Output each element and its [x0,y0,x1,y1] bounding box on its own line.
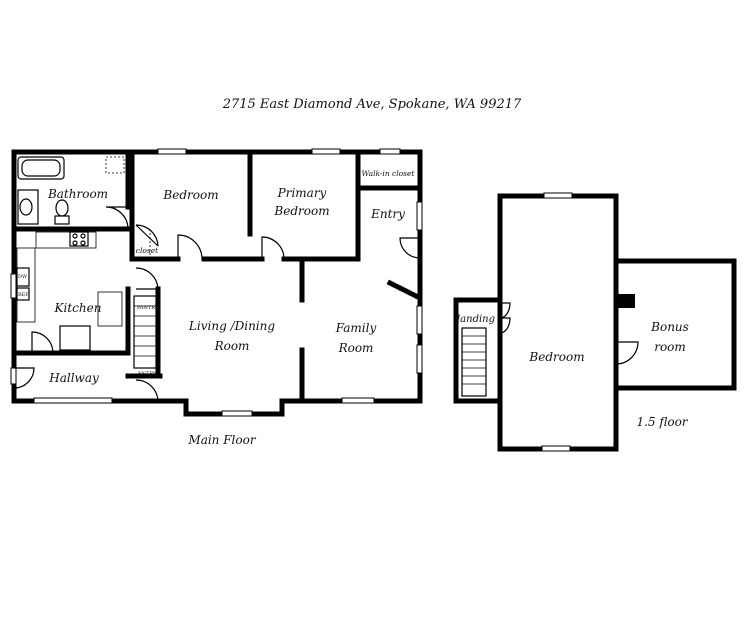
primary-bedroom-label-line1: Primary [277,186,327,200]
living-dining-label-line1: Living /Dining [188,319,275,333]
entry-small-label: ENTRY [138,371,157,377]
bathroom-sink [19,198,33,216]
upper-bedroom-label: Bedroom [528,350,584,364]
main-floor-caption: Main Floor [187,433,256,447]
pantry-label: PANTRY [137,305,159,311]
address-title: 2715 East Diamond Ave, Spokane, WA 99217 [222,97,522,112]
bonus-room-label-line1: Bonus [650,320,689,334]
half-floor-bedroom-wall [497,193,619,452]
entry-label: Entry [370,207,405,221]
main-floor: DW REF PANTRY ENTRY Bathroom Bedroom Pri… [10,148,423,447]
primary-bedroom-label-line2: Bedroom [273,204,329,218]
bonus-room-label-line2: room [654,340,686,354]
half-floor: landing Bedroom Bonus room 1.5 floor [453,192,737,452]
half-floor-doors [499,302,639,365]
family-room-label-line2: Room [338,341,374,355]
kitchen-counter-right [97,291,123,327]
kitchen-island [59,325,91,351]
bathtub [17,156,65,180]
main-stairs [133,295,157,369]
stove-icon [69,231,89,247]
kitchen-counter-top [35,231,97,249]
bathroom-fixtures [17,156,125,225]
fridge-icon [16,267,30,287]
toilet-tank [54,215,70,225]
living-dining-label-line2: Room [214,339,250,353]
closet-label: closet [136,246,159,255]
chimney [617,294,635,308]
bedroom-label: Bedroom [162,188,218,202]
hallway-label: Hallway [48,371,99,385]
ref-label: REF [18,292,29,298]
bonus-room-wall [613,258,737,391]
half-floor-caption: 1.5 floor [636,415,688,429]
main-floor-windows [10,148,423,417]
dishwasher-icon [16,287,30,301]
dw-label: DW [18,274,28,280]
upper-stairs [461,327,487,397]
bathroom-vanity [17,189,39,225]
walk-in-closet-label: Walk-in closet [362,169,416,178]
main-floor-interior-walls [11,149,423,404]
kitchen-label: Kitchen [54,301,102,315]
family-room-label-line1: Family [335,321,377,335]
bathroom-label: Bathroom [47,187,108,201]
toilet-bowl [55,199,69,217]
kitchen-counter-left [16,247,36,323]
landing-label: landing [457,314,495,325]
kitchen-fixtures: DW REF [16,231,123,351]
landing-wall [453,297,503,404]
main-floor-doors [13,206,421,402]
